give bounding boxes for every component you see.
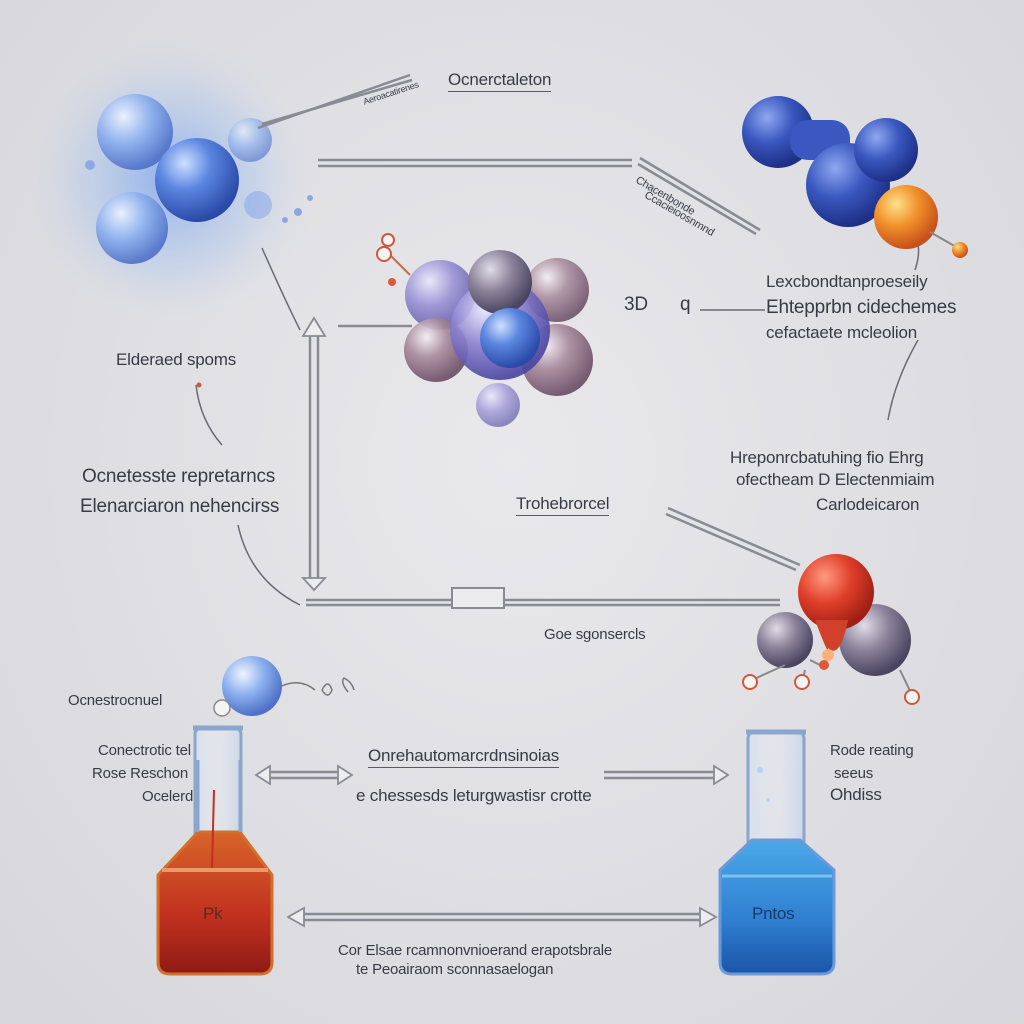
label-left-flask-desc-2: Rose Reschon bbox=[92, 765, 188, 782]
label-mid-arrow-bottom: e chessesds leturgwastisr crotte bbox=[356, 786, 592, 805]
label-center-3d: 3D bbox=[624, 294, 648, 315]
molecule-top-left bbox=[20, 30, 320, 330]
label-mid-arrow-top: Onrehautomarcrdnsinoias bbox=[368, 746, 559, 768]
connectors bbox=[257, 73, 801, 922]
molecule-center bbox=[376, 233, 593, 427]
leader-lines bbox=[195, 244, 920, 606]
label-right-flask-desc-2: seeus bbox=[834, 765, 874, 782]
label-bottom-note-1: Cor Elsae rcamnonvnioerand erapotsbrale bbox=[338, 942, 613, 959]
label-left-ball: Ocnestrocnuel bbox=[68, 692, 163, 709]
label-right-mid-2: ofectheam D Electenmiaim bbox=[736, 470, 935, 489]
label-bottom-note-2: te Peoairaom sconnasaelogan bbox=[356, 961, 554, 978]
flask-right bbox=[718, 729, 836, 976]
label-top-center: Ocnerctaleton bbox=[448, 70, 551, 92]
label-flask-left: Pk bbox=[203, 904, 223, 923]
label-right-mid-3: Carlodeicaron bbox=[816, 495, 920, 514]
label-bottom-center: Goe sgonsercls bbox=[544, 626, 646, 643]
label-right-flask-desc-3: Ohdiss bbox=[830, 785, 882, 804]
label-center-q: q bbox=[680, 294, 691, 315]
label-right-mid-1: Hreponrcbatuhing fio Ehrg bbox=[730, 448, 924, 467]
label-right-flask-desc-1: Rode reating bbox=[830, 742, 914, 759]
label-right-block-1: Lexcbondtanproeseily bbox=[766, 272, 928, 291]
label-right-block-2: Ehtepprbn cidechemes bbox=[766, 297, 957, 318]
connector-box bbox=[451, 587, 505, 609]
label-flask-right: Pntos bbox=[752, 904, 795, 923]
flask-left bbox=[156, 725, 274, 976]
label-left-flask-desc-1: Conectrotic tel bbox=[98, 742, 191, 759]
label-left-top: Elderaed spoms bbox=[116, 350, 237, 369]
label-left-mid-1: Ocnetesste repretarncs bbox=[82, 466, 276, 487]
label-left-flask-desc-3: Ocelerd bbox=[142, 788, 194, 805]
arrowheads bbox=[254, 316, 730, 928]
label-right-block-3: cefactaete mcleolion bbox=[766, 323, 917, 342]
molecule-top-right bbox=[742, 96, 968, 258]
molecule-small-left bbox=[213, 656, 355, 717]
label-center-under: Trohebrorcel bbox=[516, 494, 610, 516]
label-left-mid-2: Elenarciaron nehencirss bbox=[80, 496, 280, 517]
molecule-bottom-right bbox=[742, 554, 920, 705]
